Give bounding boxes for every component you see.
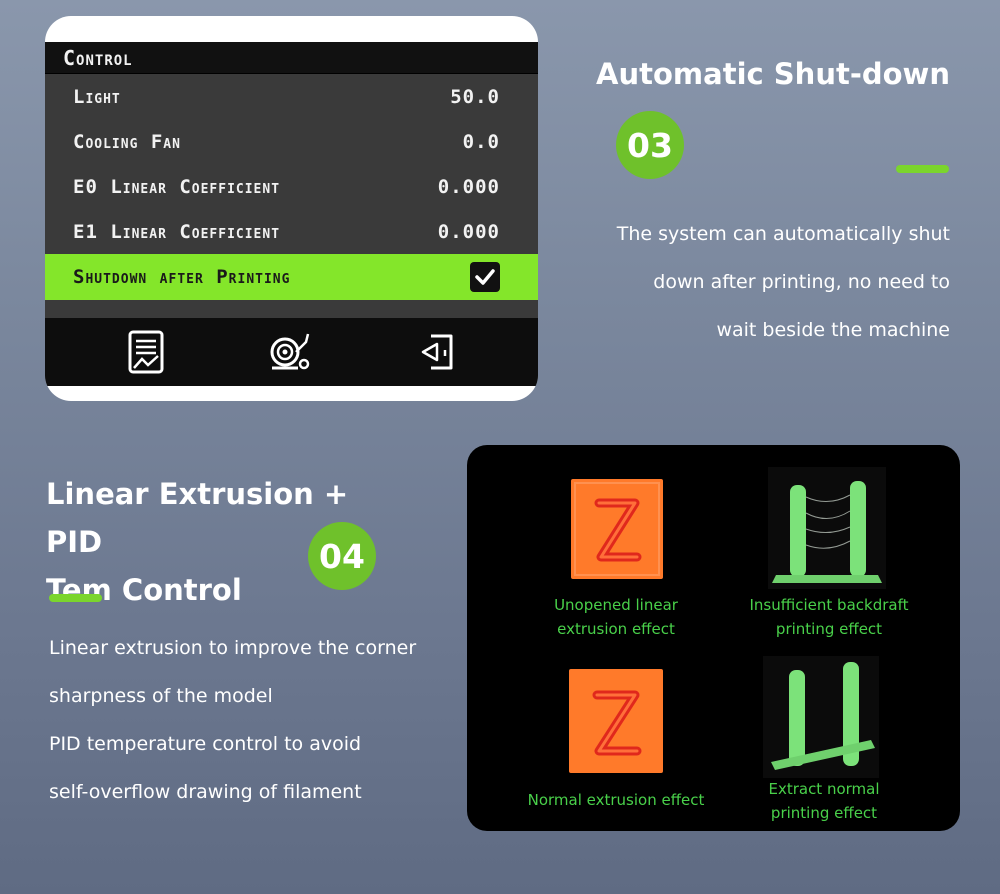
lcd-row-e1-linear[interactable]: E1 Linear Coefficient 0.000	[45, 209, 538, 254]
description-line: Linear extrusion to improve the corner	[49, 637, 417, 659]
lcd-toolbar	[45, 318, 538, 386]
lcd-row-e0-linear[interactable]: E0 Linear Coefficient 0.000	[45, 164, 538, 209]
stringing-towers-image	[768, 467, 886, 589]
shutdown-checkbox[interactable]	[470, 262, 500, 292]
exit-icon	[421, 334, 453, 370]
lcd-screen: Control Light 50.0 Cooling Fan 0.0 E0 Li…	[45, 42, 538, 386]
lcd-row-value: 0.0	[462, 130, 500, 153]
document-icon	[128, 330, 164, 374]
sample-z-cube-normal	[567, 667, 665, 779]
lcd-row-cooling-fan[interactable]: Cooling Fan 0.0	[45, 119, 538, 164]
caption-insufficient-backdraft: Insufficient backdraft printing effect	[729, 593, 929, 641]
caption-extract-normal: Extract normal printing effect	[729, 777, 919, 825]
caption-normal-extrusion: Normal extrusion effect	[511, 788, 721, 812]
extrusion-comparison-panel: Unopened linear extrusion effect Insuffi…	[467, 445, 960, 831]
title-line: Linear Extrusion + PID	[46, 477, 349, 559]
filament-button[interactable]	[266, 327, 316, 377]
description-line: PID temperature control to avoid	[49, 733, 362, 755]
caption-line: Insufficient backdraft	[749, 596, 909, 614]
clean-towers-image	[763, 656, 879, 778]
filament-spool-icon	[270, 333, 310, 370]
caption-line: printing effect	[770, 804, 878, 822]
z-cube-image	[571, 479, 663, 579]
section-03-description: The system can automatically shut down a…	[530, 210, 950, 354]
lcd-row-label: E1 Linear Coefficient	[73, 220, 281, 243]
lcd-row-label: E0 Linear Coefficient	[73, 175, 281, 198]
lcd-row-label: Light	[73, 85, 121, 108]
lcd-row-value: 0.000	[437, 175, 500, 198]
section-03-divider	[896, 165, 949, 173]
caption-line: Unopened linear	[554, 596, 678, 614]
section-04-divider	[49, 594, 102, 602]
caption-line: printing effect	[775, 620, 883, 638]
section-04-title: Linear Extrusion + PID Tem Control	[46, 470, 406, 614]
lcd-row-shutdown-after-printing[interactable]: Shutdown after Printing	[45, 254, 538, 300]
caption-line: Extract normal	[768, 780, 880, 798]
caption-line: extrusion effect	[557, 620, 675, 638]
description-line: self-overflow drawing of filament	[49, 781, 362, 803]
printer-screen-card: Control Light 50.0 Cooling Fan 0.0 E0 Li…	[45, 16, 538, 401]
section-04-badge: 04	[308, 522, 376, 590]
description-line: sharpness of the model	[49, 685, 273, 707]
sample-z-cube-unopened	[569, 477, 665, 585]
lcd-row-label: Cooling Fan	[73, 130, 181, 153]
sample-towers-clean	[763, 656, 879, 782]
section-04-description: Linear extrusion to improve the corner s…	[49, 624, 469, 816]
lcd-header-title: Control	[63, 45, 133, 70]
description-line: The system can automatically shut	[616, 223, 950, 245]
sample-towers-stringing	[768, 467, 886, 593]
lcd-header: Control	[45, 42, 538, 74]
section-03-title: Automatic Shut-down	[596, 57, 950, 91]
description-line: down after printing, no need to	[653, 271, 950, 293]
exit-button[interactable]	[412, 327, 462, 377]
lcd-row-label: Shutdown after Printing	[73, 266, 291, 288]
z-cube-image	[569, 669, 663, 773]
check-icon	[475, 269, 495, 285]
lcd-row-light[interactable]: Light 50.0	[45, 74, 538, 119]
lcd-row-value: 0.000	[437, 220, 500, 243]
lcd-row-value: 50.0	[450, 85, 500, 108]
section-03-badge: 03	[616, 111, 684, 179]
caption-unopened-linear: Unopened linear extrusion effect	[521, 593, 711, 641]
document-button[interactable]	[121, 327, 171, 377]
description-line: wait beside the machine	[716, 319, 950, 341]
caption-line: Normal extrusion effect	[527, 791, 705, 809]
